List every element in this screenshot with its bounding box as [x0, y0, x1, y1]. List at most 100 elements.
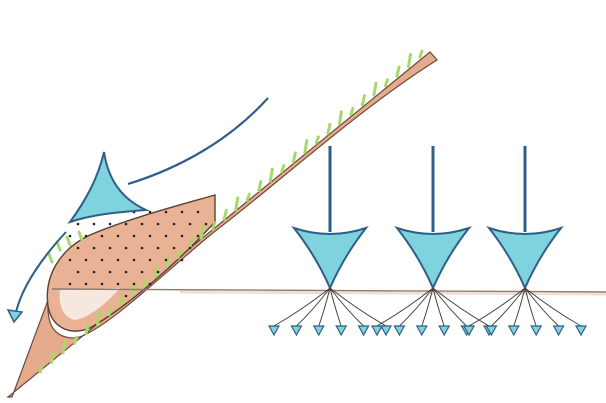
grass-tuft: [190, 239, 192, 248]
grass-tuft: [259, 182, 261, 191]
soil-particle: [69, 259, 72, 262]
funnel-2: [372, 146, 494, 335]
grass-tuft: [328, 124, 330, 133]
soil-particle: [69, 283, 72, 286]
grass-tuft: [397, 67, 399, 76]
soil-particle: [93, 223, 96, 226]
grass-tuft: [201, 226, 203, 238]
soil-particle: [197, 235, 200, 238]
funnel-icon: [397, 228, 469, 288]
grass-tuft: [420, 51, 422, 57]
grass-tuft: [408, 55, 410, 67]
grass-tuft: [213, 223, 215, 229]
grass-tuft: [282, 166, 284, 172]
soil-particle: [133, 259, 136, 262]
root-drop-icon: [554, 326, 564, 335]
soil-particle: [157, 271, 160, 274]
hillside-soil: [8, 52, 437, 397]
soil-particle: [165, 259, 168, 262]
soil-particle: [149, 283, 152, 286]
soil-particle: [85, 259, 88, 262]
soil-particle: [149, 259, 152, 262]
root-drop-icon: [439, 326, 449, 335]
soil-particle: [109, 271, 112, 274]
grass-tuft: [270, 169, 272, 181]
soil-particle: [93, 271, 96, 274]
soil-particle: [165, 235, 168, 238]
grass-tuft: [374, 83, 376, 95]
root-drop-icon: [336, 326, 346, 335]
root-drop-icon: [359, 326, 369, 335]
grass-tuft: [40, 366, 42, 372]
soil-particle: [85, 235, 88, 238]
soil-particle: [77, 223, 80, 226]
soil-particle: [125, 271, 128, 274]
funnel-icon: [489, 228, 561, 288]
grass-tuft: [49, 254, 52, 262]
root-drop-icon: [314, 326, 324, 335]
grass-tuft: [86, 325, 88, 334]
soil-particle: [189, 247, 192, 250]
grass-tuft: [293, 153, 295, 162]
soil-particle: [165, 211, 168, 214]
grass-tuft: [67, 237, 70, 245]
grass-tuft: [79, 232, 82, 240]
soil-particle: [125, 295, 128, 298]
soil-particle: [101, 259, 104, 262]
funnel-icon: [294, 228, 366, 288]
grass-tuft: [236, 198, 238, 210]
grass-tuft: [167, 255, 169, 267]
soil-particle: [125, 223, 128, 226]
soil-particle: [117, 259, 120, 262]
ground-line-shadow: [180, 292, 606, 294]
soil-particle: [125, 247, 128, 250]
soil-particle: [133, 235, 136, 238]
soil-particle: [149, 235, 152, 238]
soil-particle: [181, 259, 184, 262]
soil-particle: [117, 283, 120, 286]
funnel-1: [269, 146, 391, 335]
root-drop-icon: [531, 326, 541, 335]
soil-particle: [149, 211, 152, 214]
root-drop-icon: [291, 326, 301, 335]
grass-tuft: [57, 242, 60, 250]
grass-tuft: [109, 309, 111, 315]
soil-particle: [117, 235, 120, 238]
root-drop-icon: [394, 326, 404, 335]
grass-tuft: [75, 337, 77, 343]
soil-particle: [77, 247, 80, 250]
grass-tuft: [339, 112, 341, 124]
grass-tuft: [351, 108, 353, 114]
runoff-arrowhead-icon: [70, 152, 146, 222]
soil-particle: [85, 283, 88, 286]
grass-tuft: [305, 140, 307, 152]
infiltration-funnels: [269, 146, 586, 335]
soil-particle: [101, 283, 104, 286]
soil-particle: [141, 247, 144, 250]
soil-particle: [109, 247, 112, 250]
root-drop-icon: [417, 326, 427, 335]
soil-particle: [181, 235, 184, 238]
soil-particle: [133, 283, 136, 286]
soil-particle: [141, 271, 144, 274]
soil-particle: [189, 223, 192, 226]
grass-tuft: [247, 194, 249, 200]
soil-particle: [109, 223, 112, 226]
root-drop-icon: [381, 326, 391, 335]
grass-tuft: [63, 341, 65, 353]
root-drop-icon: [372, 326, 382, 335]
soil-particle: [197, 211, 200, 214]
grass-tuft: [316, 137, 318, 143]
soil-particle: [141, 223, 144, 226]
grass-tuft: [362, 96, 364, 105]
soil-particle: [101, 235, 104, 238]
soil-particle: [173, 247, 176, 250]
grass-tuft: [144, 280, 146, 286]
grass-tuft: [98, 312, 100, 324]
grass-tuft: [385, 80, 387, 86]
soil-particle: [93, 247, 96, 250]
soil-particle: [181, 211, 184, 214]
root-drop-icon: [576, 326, 586, 335]
